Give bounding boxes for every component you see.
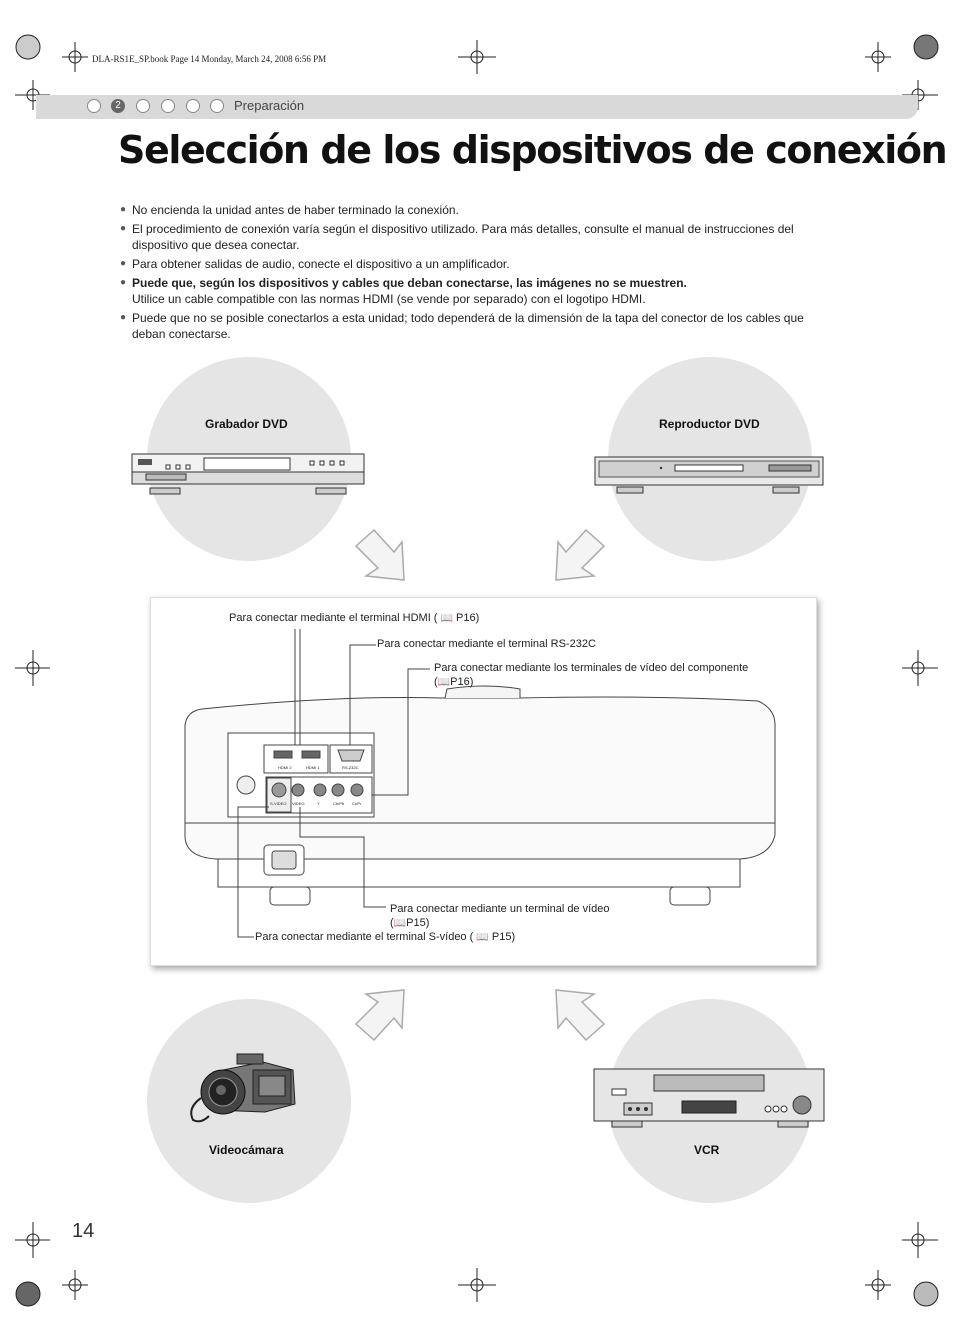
step-dot-5 bbox=[186, 99, 200, 113]
book-icon: 📖 bbox=[440, 613, 453, 624]
callout-component: Para conectar mediante los terminales de… bbox=[434, 661, 748, 690]
projector-rear-image: HDMI 2 HDMI 1 RS-232C S-VIDEO VIDEO Y Cb… bbox=[184, 629, 776, 938]
note-item: Puede que no se posible conectarlos a es… bbox=[120, 310, 840, 342]
callout-video-ref: P15 bbox=[406, 917, 426, 929]
note-bold-text: Puede que, según los dispositivos y cabl… bbox=[132, 276, 687, 290]
label-hdmi1: HDMI 1 bbox=[306, 765, 320, 770]
label-hdmi2: HDMI 2 bbox=[278, 765, 292, 770]
label-rs232c: RS-232C bbox=[342, 765, 359, 770]
label-pr: Cr/Pr bbox=[352, 801, 362, 806]
callout-video: Para conectar mediante un terminal de ví… bbox=[390, 902, 610, 931]
book-icon: 📖 bbox=[393, 918, 407, 929]
label-y: Y bbox=[317, 801, 320, 806]
step-dot-1 bbox=[87, 99, 101, 113]
print-info: DLA-RS1E_SP.book Page 14 Monday, March 2… bbox=[92, 54, 327, 64]
label-pb: Cb/Pb bbox=[333, 801, 345, 806]
page-title: Selección de los dispositivos de conexió… bbox=[118, 128, 948, 172]
note-sub-text: Utilice un cable compatible con las norm… bbox=[132, 292, 646, 306]
vcr-image bbox=[593, 1068, 825, 1128]
callout-hdmi-ref: P16 bbox=[456, 612, 476, 624]
section-label: Preparación bbox=[234, 98, 305, 113]
label-video: VIDEO bbox=[292, 801, 304, 806]
book-icon: 📖 bbox=[437, 677, 451, 688]
step-dot-6 bbox=[210, 99, 224, 113]
dvd-player-label: Reproductor DVD bbox=[659, 417, 760, 431]
vcr-label: VCR bbox=[694, 1143, 720, 1157]
step-dot-2: 2 bbox=[111, 99, 125, 113]
note-item: Para obtener salidas de audio, conecte e… bbox=[120, 256, 840, 272]
callout-component-ref: P16 bbox=[450, 676, 470, 688]
callout-svideo-text: Para conectar mediante el terminal S-víd… bbox=[255, 931, 474, 943]
dvd-recorder-label: Grabador DVD bbox=[205, 417, 288, 431]
label-svideo: S-VIDEO bbox=[270, 801, 286, 806]
callout-svideo: Para conectar mediante el terminal S-víd… bbox=[255, 931, 516, 943]
callout-component-ref-line: (📖P16) bbox=[434, 676, 474, 688]
page-number: 14 bbox=[72, 1220, 95, 1242]
callout-hdmi: Para conectar mediante el terminal HDMI … bbox=[229, 612, 480, 624]
camcorder-image bbox=[190, 1053, 296, 1123]
arrow-from-dvd-recorder bbox=[354, 528, 405, 581]
section-header-bar bbox=[36, 95, 918, 119]
note-item: El procedimiento de conexión varía según… bbox=[120, 221, 840, 253]
notes-list: No encienda la unidad antes de haber ter… bbox=[120, 202, 840, 345]
note-item-bold: Puede que, según los dispositivos y cabl… bbox=[120, 275, 840, 307]
callout-video-ref-line: (📖P15) bbox=[390, 917, 430, 929]
camcorder-label: Videocámara bbox=[209, 1143, 284, 1157]
callout-video-text: Para conectar mediante un terminal de ví… bbox=[390, 903, 610, 915]
callout-svideo-ref: P15 bbox=[491, 931, 512, 943]
dvd-recorder-image bbox=[131, 453, 365, 495]
arrow-from-camcorder bbox=[354, 989, 405, 1042]
arrow-from-vcr bbox=[555, 989, 606, 1042]
step-dot-4 bbox=[161, 99, 175, 113]
dvd-player-image bbox=[594, 456, 824, 494]
callout-rs232: Para conectar mediante el terminal RS-23… bbox=[377, 638, 596, 650]
step-dot-3 bbox=[136, 99, 150, 113]
callout-component-text: Para conectar mediante los terminales de… bbox=[434, 662, 749, 674]
arrow-from-dvd-player bbox=[555, 528, 606, 581]
callout-hdmi-text: Para conectar mediante el terminal HDMI … bbox=[229, 612, 438, 624]
book-icon: 📖 bbox=[476, 932, 489, 943]
note-item: No encienda la unidad antes de haber ter… bbox=[120, 202, 840, 218]
